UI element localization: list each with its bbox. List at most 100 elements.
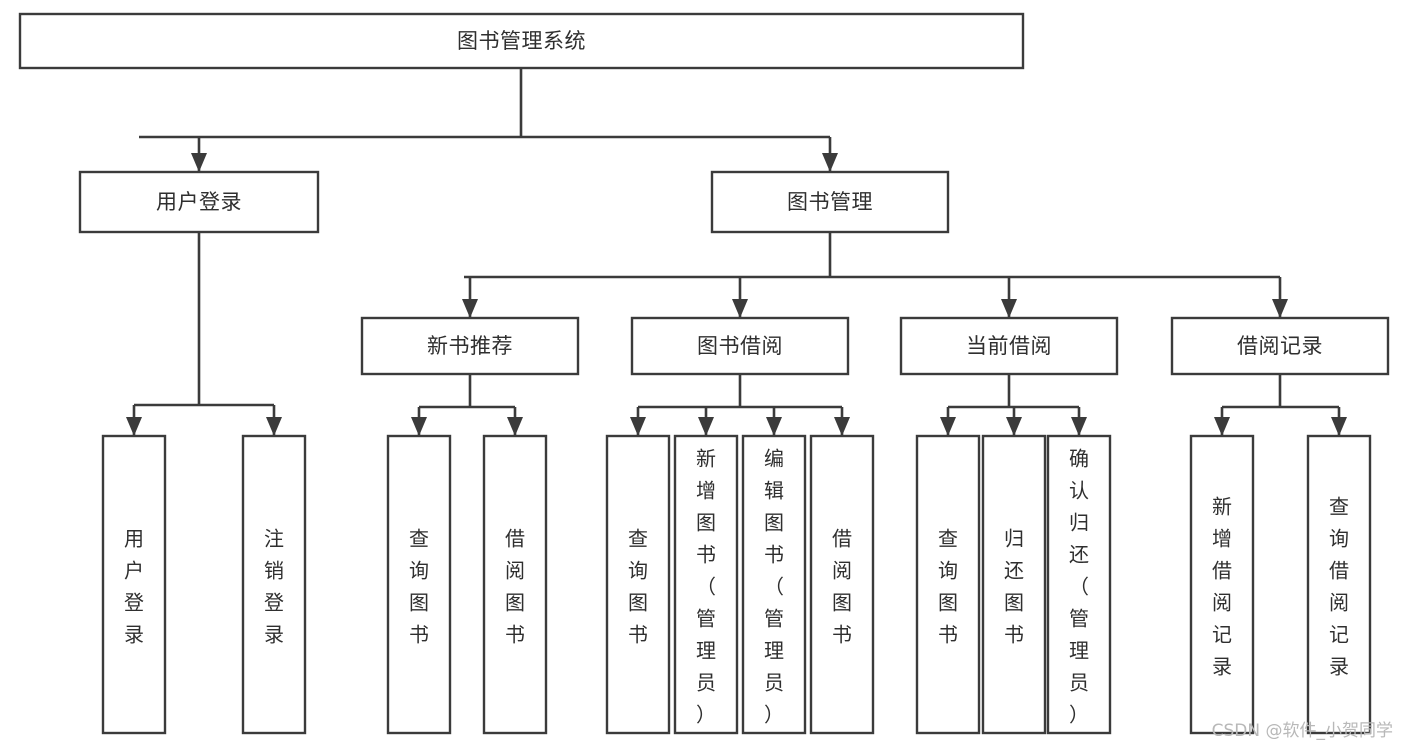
node-user-login[interactable]: 用户登录 — [78, 170, 320, 234]
node-new-book-rec[interactable]: 新书推荐 — [360, 316, 580, 376]
node-box-current-borrow — [899, 316, 1119, 376]
node-label-char: 录 — [124, 622, 144, 646]
node-label-char: 理 — [1069, 638, 1089, 662]
node-label-char: 借 — [1329, 558, 1349, 582]
node-label-char: ） — [1069, 702, 1089, 726]
node-label-char: 新 — [1212, 494, 1232, 518]
arrow-head-icon-leaf-user-login — [126, 417, 142, 436]
node-label-char: 销 — [264, 558, 284, 582]
node-label-char: 员 — [764, 670, 784, 694]
node-label-char: 登 — [264, 590, 284, 614]
node-label-char: 书 — [938, 622, 958, 646]
node-label-new-book-rec: 新书推荐 — [427, 334, 513, 358]
arrow-head-icon-leaf-return-book — [1006, 417, 1022, 436]
arrow-head-icon-book-borrow — [732, 299, 748, 318]
node-label-char: （ — [1069, 574, 1089, 598]
node-borrow-record[interactable]: 借阅记录 — [1170, 316, 1390, 376]
node-label-char: 图 — [696, 510, 716, 534]
node-label-char: 登 — [124, 590, 144, 614]
node-current-borrow[interactable]: 当前借阅 — [899, 316, 1119, 376]
node-label-char: 录 — [1212, 654, 1232, 678]
node-leaf-borrow-book-1[interactable]: 借阅图书借阅图书 — [482, 434, 548, 735]
node-box-leaf-query-book-2 — [605, 434, 671, 735]
node-label-char: 询 — [938, 558, 958, 582]
arrow-head-icon-leaf-add-record — [1214, 417, 1230, 436]
node-label-char: 书 — [409, 622, 429, 646]
node-label-char: 图 — [764, 510, 784, 534]
arrow-head-icon-borrow-record — [1272, 299, 1288, 318]
node-label-char: 书 — [505, 622, 525, 646]
node-label-current-borrow: 当前借阅 — [966, 334, 1052, 358]
node-label-char: 借 — [505, 526, 525, 550]
node-label-char: 理 — [764, 638, 784, 662]
node-leaf-user-login[interactable]: 用户登录用户登录 — [101, 434, 167, 735]
nodes-layer: 图书管理系统用户登录图书管理新书推荐图书借阅当前借阅借阅记录用户登录用户登录注销… — [18, 12, 1390, 735]
node-book-borrow[interactable]: 图书借阅 — [630, 316, 850, 376]
node-label-char: 管 — [764, 606, 784, 630]
arrow-head-icon-leaf-borrow-book-2 — [834, 417, 850, 436]
node-leaf-add-record[interactable]: 新增借阅记录新增借阅记录 — [1189, 434, 1255, 735]
node-label-char: 员 — [696, 670, 716, 694]
node-label-char: ） — [696, 702, 716, 726]
node-leaf-query-book-3[interactable]: 查询图书查询图书 — [915, 434, 981, 735]
node-label-root: 图书管理系统 — [457, 29, 586, 53]
arrow-head-icon-user-login — [191, 153, 207, 172]
node-box-new-book-rec — [360, 316, 580, 376]
node-label-char: 归 — [1004, 526, 1024, 550]
node-label-char: 还 — [1069, 542, 1089, 566]
node-box-leaf-logout — [241, 434, 307, 735]
node-label-char: 查 — [628, 526, 648, 550]
arrow-head-icon-leaf-query-book-3 — [940, 417, 956, 436]
node-label-char: （ — [696, 574, 716, 598]
node-label-char: 询 — [1329, 526, 1349, 550]
node-label-char: 阅 — [1212, 590, 1232, 614]
node-box-root — [18, 12, 1025, 70]
arrow-head-icon-leaf-query-record — [1331, 417, 1347, 436]
node-label-book-manage: 图书管理 — [787, 190, 873, 214]
node-label-char: 认 — [1069, 478, 1089, 502]
node-book-manage[interactable]: 图书管理 — [710, 170, 950, 234]
node-box-book-borrow — [630, 316, 850, 376]
node-label-char: 注 — [264, 526, 284, 550]
node-label-char: 记 — [1212, 622, 1232, 646]
node-leaf-query-record[interactable]: 查询借阅记录查询借阅记录 — [1306, 434, 1372, 735]
arrow-head-icon-current-borrow — [1001, 299, 1017, 318]
node-label-char: 图 — [1004, 590, 1024, 614]
node-label-char: 阅 — [832, 558, 852, 582]
connectors-layer — [126, 68, 1347, 436]
node-leaf-logout[interactable]: 注销登录注销登录 — [241, 434, 307, 735]
node-leaf-borrow-book-2[interactable]: 借阅图书借阅图书 — [809, 434, 875, 735]
node-box-leaf-borrow-book-2 — [809, 434, 875, 735]
arrow-head-icon-leaf-confirm-return — [1071, 417, 1087, 436]
node-label-char: 归 — [1069, 510, 1089, 534]
node-label-char: 管 — [1069, 606, 1089, 630]
node-box-leaf-user-login — [101, 434, 167, 735]
node-label-char: 阅 — [505, 558, 525, 582]
node-label-char: 图 — [938, 590, 958, 614]
arrow-head-icon-leaf-query-book-2 — [630, 417, 646, 436]
node-label-char: 用 — [124, 526, 144, 550]
node-box-book-manage — [710, 170, 950, 234]
node-label-char: 录 — [1329, 654, 1349, 678]
node-label-char: 阅 — [1329, 590, 1349, 614]
node-root[interactable]: 图书管理系统 — [18, 12, 1025, 70]
node-box-leaf-confirm-return — [1046, 434, 1112, 735]
node-label-char: 图 — [832, 590, 852, 614]
node-leaf-query-book-2[interactable]: 查询图书查询图书 — [605, 434, 671, 735]
node-label-char: 理 — [696, 638, 716, 662]
node-leaf-query-book-1[interactable]: 查询图书查询图书 — [386, 434, 452, 735]
node-label-char: 查 — [409, 526, 429, 550]
arrow-head-icon-leaf-query-book-1 — [411, 417, 427, 436]
node-label-borrow-record: 借阅记录 — [1237, 334, 1323, 358]
node-leaf-return-book[interactable]: 归还图书归还图书 — [981, 434, 1047, 735]
node-box-leaf-edit-book — [741, 434, 807, 735]
arrow-head-icon-new-book-rec — [462, 299, 478, 318]
node-label-char: 图 — [409, 590, 429, 614]
arrow-head-icon-leaf-borrow-book-1 — [507, 417, 523, 436]
node-label-char: 查 — [1329, 494, 1349, 518]
node-label-char: 管 — [696, 606, 716, 630]
